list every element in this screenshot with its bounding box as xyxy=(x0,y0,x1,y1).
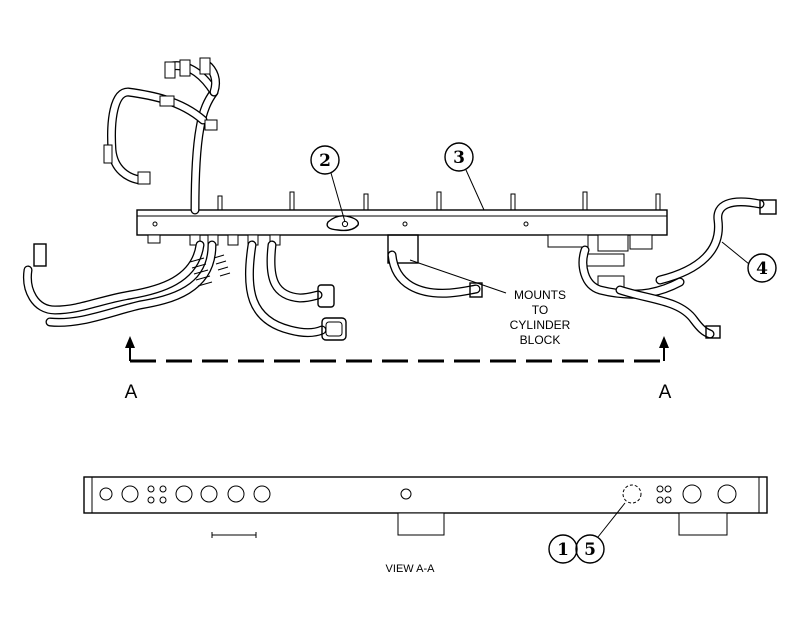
view-caption: VIEW A-A xyxy=(386,563,436,575)
main-rail xyxy=(136,209,668,236)
note-line-1: MOUNTS xyxy=(514,288,566,302)
note-leader xyxy=(409,259,507,294)
section-line: A A xyxy=(125,336,672,403)
right-cluster xyxy=(547,234,653,293)
section-label-left: A xyxy=(125,382,138,403)
view-a-a: 1 5 VIEW A-A xyxy=(83,476,768,575)
note-line-4: BLOCK xyxy=(520,333,561,347)
view-brackets xyxy=(211,512,728,538)
rail-clips xyxy=(217,191,661,210)
mount-note: MOUNTS TO CYLINDER BLOCK xyxy=(510,288,571,347)
callout-2-label: 2 xyxy=(319,151,331,171)
rail-fittings xyxy=(147,234,281,246)
callout-2: 2 xyxy=(310,145,346,223)
corrugated-conduit xyxy=(189,254,231,287)
section-arrow-left xyxy=(125,336,135,348)
mount-bracket xyxy=(387,234,419,264)
view-holes xyxy=(99,484,737,504)
rail-section-view xyxy=(83,476,768,514)
section-label-right: A xyxy=(659,382,672,403)
callout-1-5: 1 5 xyxy=(548,502,626,564)
harness-assembly xyxy=(22,57,777,341)
callout-4: 4 xyxy=(721,241,777,283)
note-line-2: TO xyxy=(532,303,548,317)
callout-3: 3 xyxy=(444,142,485,211)
callout-1-label: 1 xyxy=(557,540,569,560)
note-line-3: CYLINDER xyxy=(510,318,571,332)
callout-5-label: 5 xyxy=(584,540,596,560)
callout-3-label: 3 xyxy=(453,148,465,168)
top-connectors xyxy=(103,57,218,185)
section-arrow-right xyxy=(659,336,669,348)
left-end-connector xyxy=(33,243,47,267)
callout-4-label: 4 xyxy=(756,259,768,279)
connector-mid-lower xyxy=(321,317,347,341)
connector-mid-upper xyxy=(317,284,335,308)
connector-item-4 xyxy=(759,199,777,215)
